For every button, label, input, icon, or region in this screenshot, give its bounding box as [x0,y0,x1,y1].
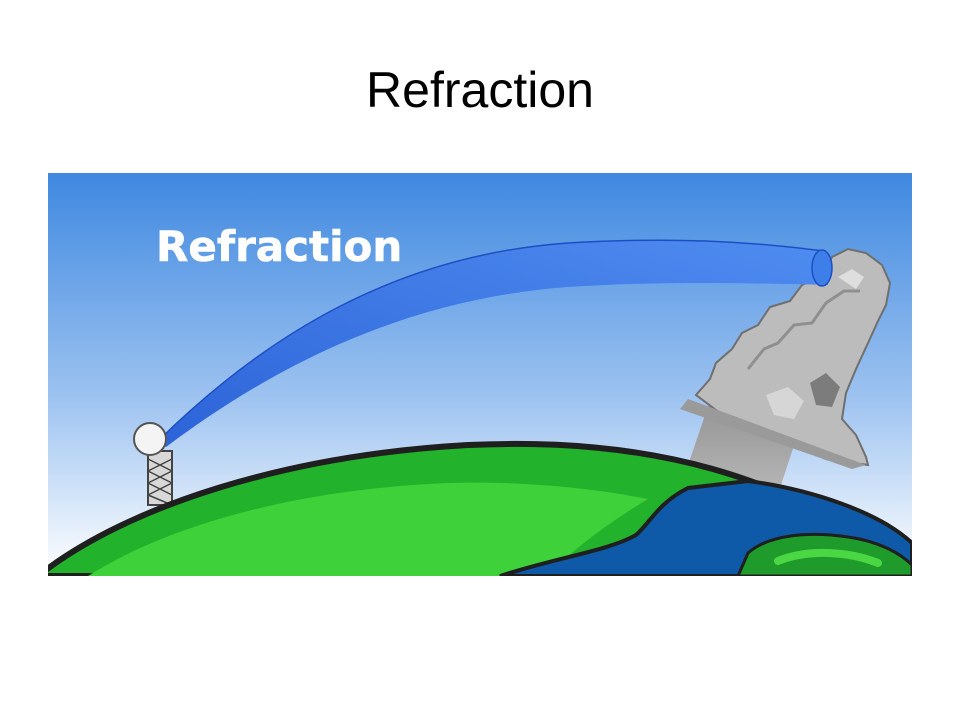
earth-icon [48,440,912,576]
storm-cloud-icon [680,247,892,469]
figure-label: Refraction [156,222,402,271]
radar-tower-icon [133,422,173,506]
refraction-diagram: Refraction [48,173,912,576]
slide-title: Refraction [366,62,594,118]
diagram-canvas: Refraction [48,173,912,576]
radar-beam-icon [157,239,833,447]
